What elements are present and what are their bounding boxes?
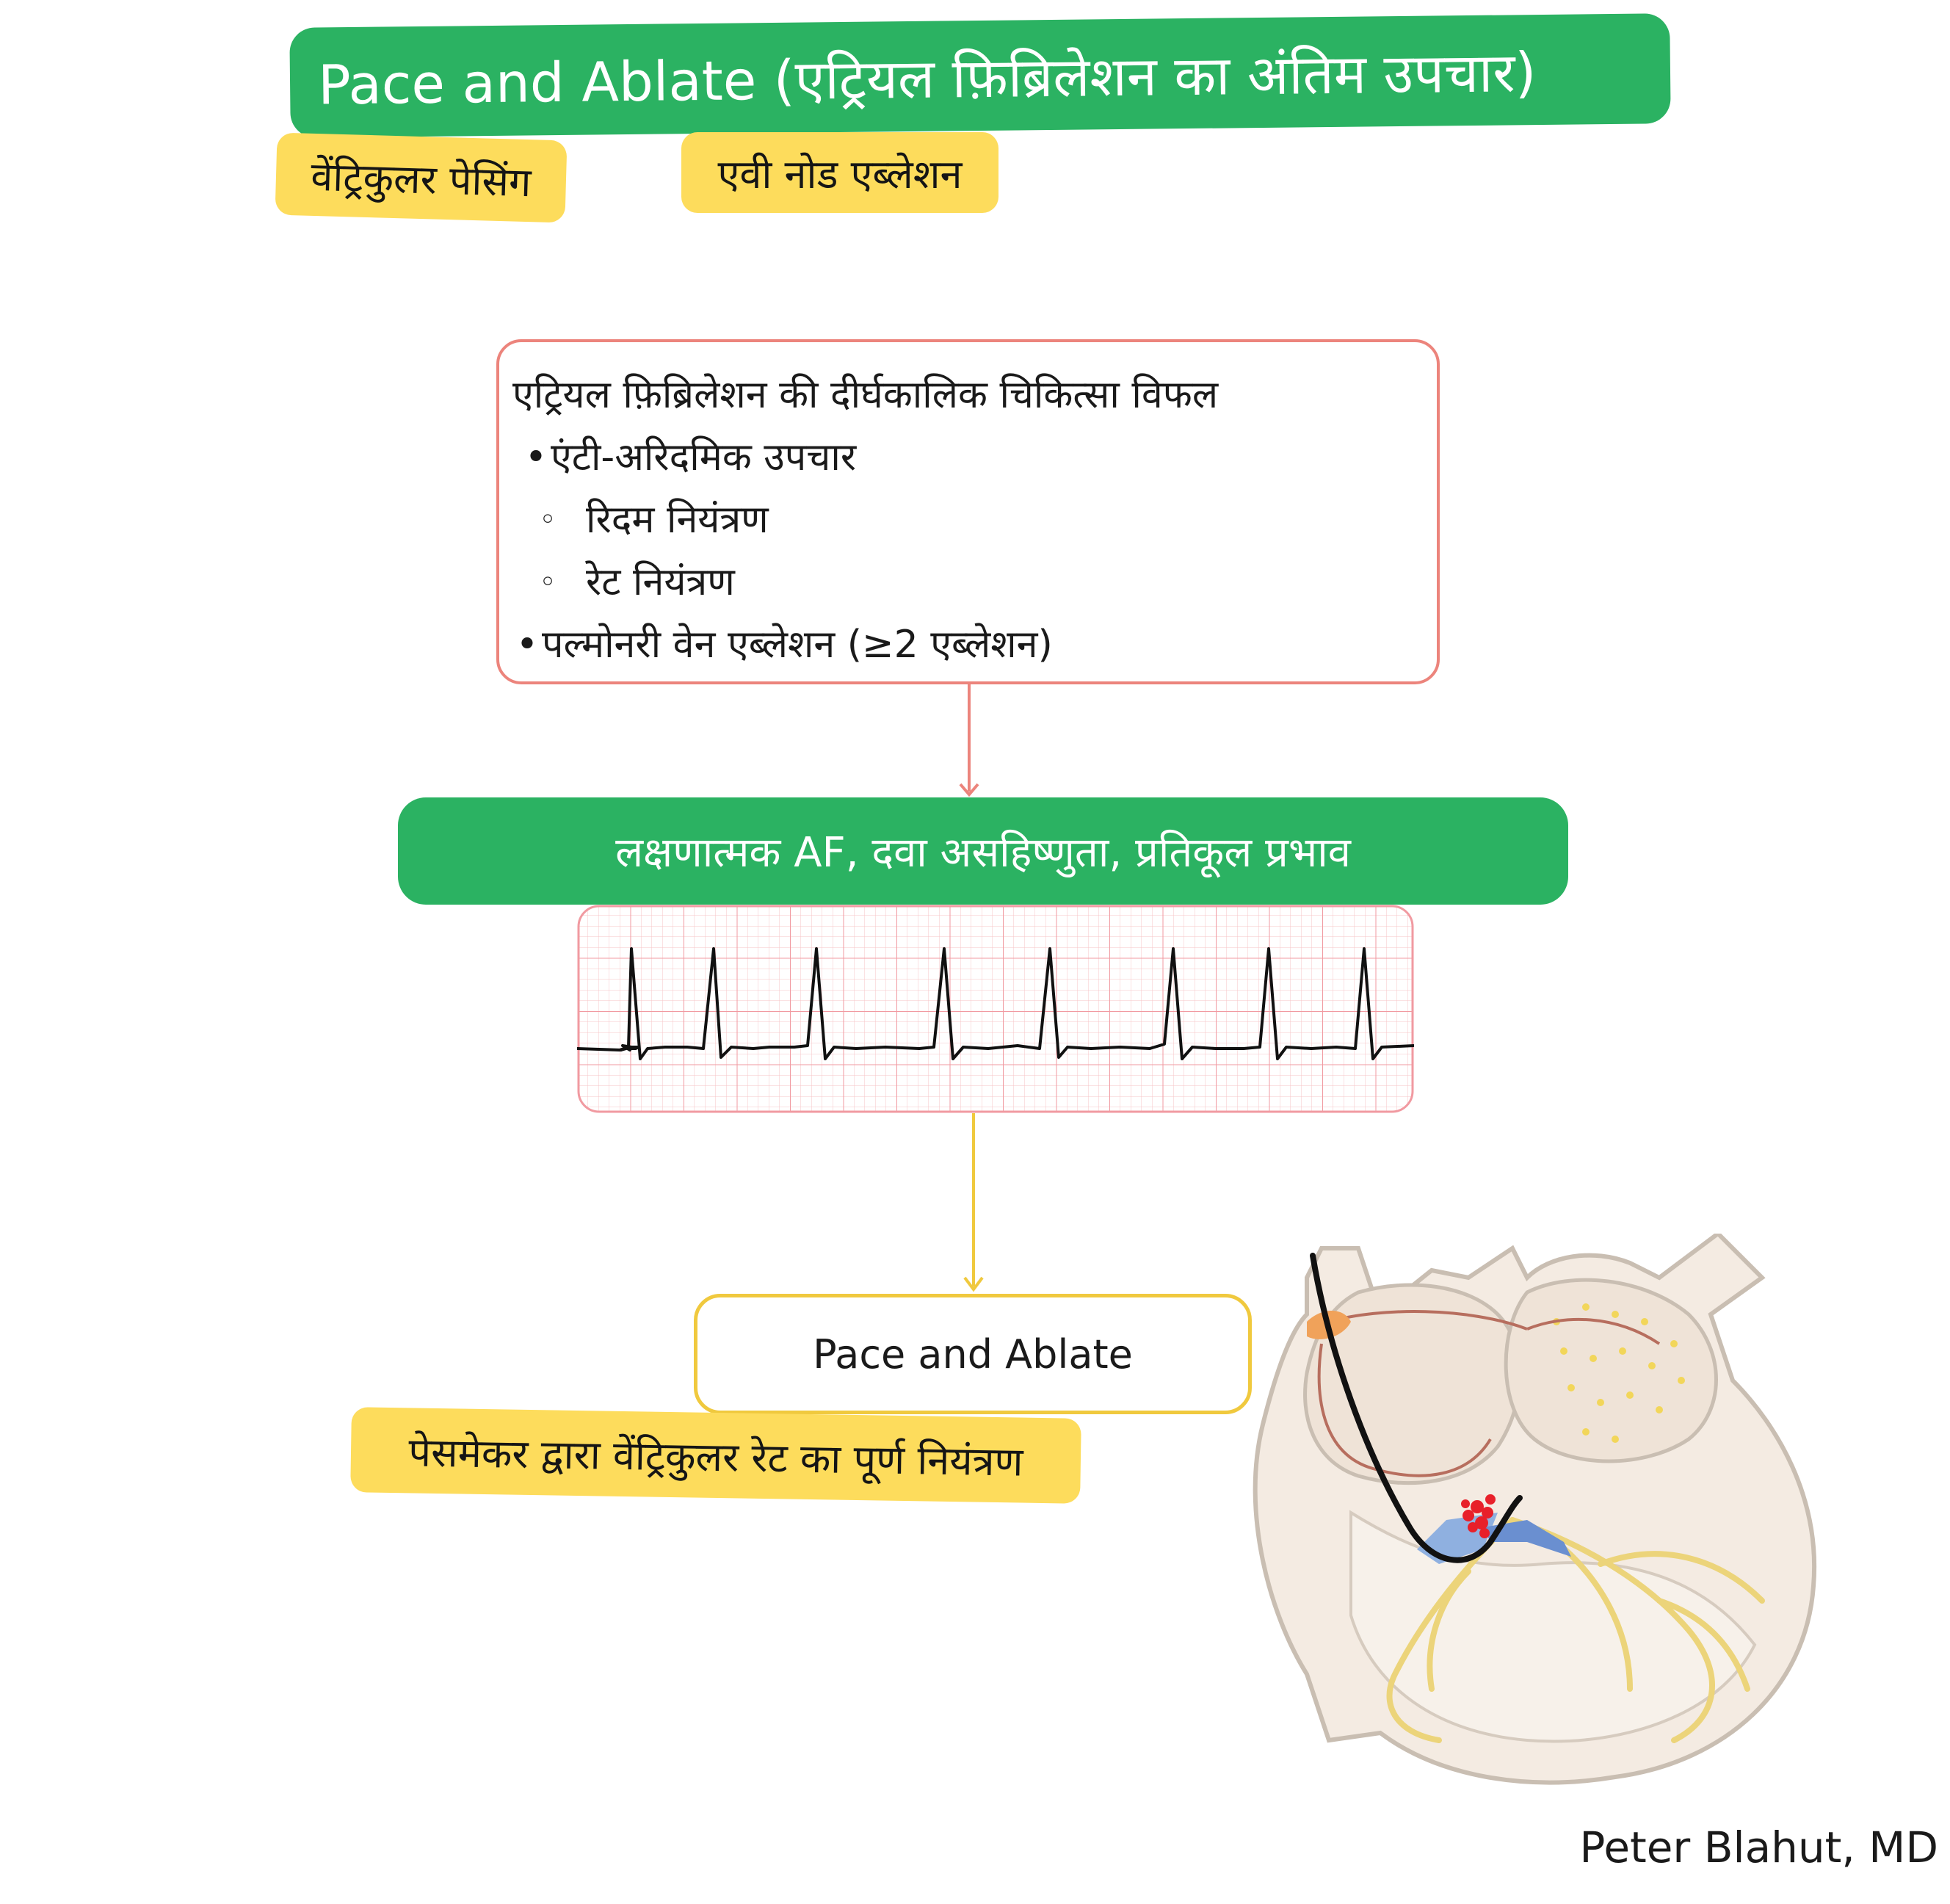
treatment-failure-box: एट्रियल फ़िब्रिलेशन की दीर्घकालिक चिकित्… [496, 339, 1440, 684]
title-banner: Pace and Ablate (एट्रियल फ़िब्रिलेशन का … [289, 13, 1671, 138]
ablation-lesions [1461, 1494, 1496, 1538]
tag-pacemaker-note-label: पेसमेकर द्वारा वेंट्रिकुलर रेट का पूर्ण … [407, 1429, 1023, 1485]
tag-ventricular-pacing: वेंट्रिकुलर पेसिंग [275, 132, 568, 223]
bullet-icon: • [524, 435, 548, 479]
sub-bullet-icon: ◦ [539, 565, 557, 599]
conduction-pathways [1317, 1310, 1661, 1477]
list-item: ◦ रिदम नियंत्रण [512, 489, 1437, 551]
heart-outline [1253, 1234, 1817, 1785]
author-credit: Peter Blahut, MD [1579, 1822, 1938, 1872]
pace-and-ablate-box: Pace and Ablate [694, 1294, 1252, 1414]
arrow-down-icon [963, 1113, 984, 1292]
tag-av-node-ablation: एवी नोड एब्लेशन [681, 132, 998, 213]
pace-and-ablate-label: Pace and Ablate [813, 1331, 1133, 1378]
his-bundle [1483, 1520, 1571, 1557]
list-item: • एंटी-अरिदमिक उपचार [512, 427, 1437, 489]
list-item-text: एंटी-अरिदमिक उपचार [551, 435, 857, 479]
symptoms-banner: लक्षणात्मक AF, दवा असहिष्णुता, प्रतिकूल … [398, 797, 1568, 905]
ecg-strip [577, 905, 1414, 1113]
ecg-grid [577, 905, 1414, 1113]
heart-illustration [1253, 1234, 1817, 1785]
symptoms-banner-label: लक्षणात्मक AF, दवा असहिष्णुता, प्रतिकूल … [615, 829, 1351, 877]
left-atrium-stars [1553, 1303, 1685, 1443]
ecg-trace [577, 947, 1414, 1060]
page-title: Pace and Ablate (एट्रियल फ़िब्रिलेशन का … [317, 40, 1537, 117]
arrow-down-icon [959, 684, 979, 797]
list-item-text: रेट नियंत्रण [586, 560, 735, 604]
sub-bullet-icon: ◦ [539, 503, 557, 537]
list-item: • पल्मोनरी वेन एब्लेशन (≥2 एब्लेशन) [512, 614, 1437, 676]
list-item: ◦ रेट नियंत्रण [512, 551, 1437, 614]
list-item-text: पल्मोनरी वेन एब्लेशन (≥2 एब्लेशन) [542, 623, 1053, 667]
treatment-failure-heading: एट्रियल फ़िब्रिलेशन की दीर्घकालिक चिकित्… [512, 373, 1219, 417]
list-item-text: रिदम नियंत्रण [586, 498, 769, 542]
ablation-catheter [1310, 1253, 1523, 1563]
tag-pacemaker-note: पेसमेकर द्वारा वेंट्रिकुलर रेट का पूर्ण … [350, 1407, 1081, 1504]
bullet-icon: • [515, 623, 539, 667]
tag-av-node-ablation-label: एवी नोड एब्लेशन [717, 151, 963, 198]
tag-ventricular-pacing-label: वेंट्रिकुलर पेसिंग [310, 153, 532, 206]
